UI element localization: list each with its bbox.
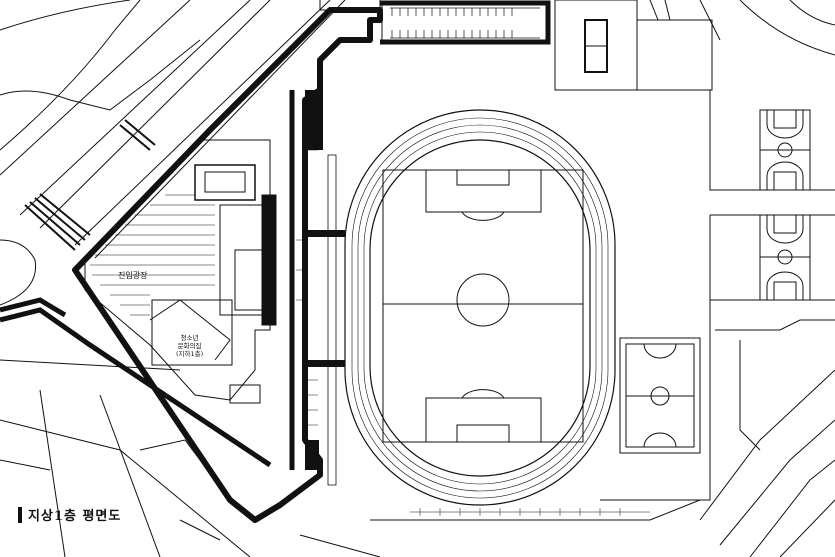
drawing-title: 지상1층 평면도 (18, 505, 121, 524)
boundary-bottom-left (299, 534, 381, 557)
crosswalk-hatch (24, 119, 156, 251)
building-complex (84, 139, 277, 404)
west-stand-stripes (296, 119, 318, 426)
title-marker (18, 506, 22, 523)
youth-center-line-3: (지하1층) (176, 350, 204, 358)
right-terrain (649, 0, 835, 557)
basketball-court-upper (759, 109, 811, 191)
running-track (327, 109, 616, 506)
top-right-building (554, 0, 713, 91)
south-stand-stripes (410, 508, 650, 516)
youth-center-label: 청소년 문화의집 (지하1층) (176, 334, 203, 358)
courtyard-hatch (90, 194, 215, 316)
boundary-bottom (370, 499, 701, 521)
drawing-title-text: 지상1층 평면도 (28, 509, 122, 524)
youth-center-line-1: 청소년 (180, 334, 199, 342)
entry-stubs (305, 90, 345, 470)
soccer-field (382, 169, 584, 443)
bottom-left-parcels (0, 359, 251, 557)
parking-stripes (391, 8, 513, 38)
futsal-court (619, 337, 701, 454)
inner-road-walls (0, 0, 551, 470)
basketball-court-lower (759, 214, 811, 301)
boundary-upper-right (709, 90, 835, 191)
youth-center-line-2: 문화의집 (177, 342, 202, 350)
garden-label: 진입광장 (118, 271, 148, 280)
parking-lot (381, 4, 548, 44)
boundary-right-lower (600, 215, 711, 501)
